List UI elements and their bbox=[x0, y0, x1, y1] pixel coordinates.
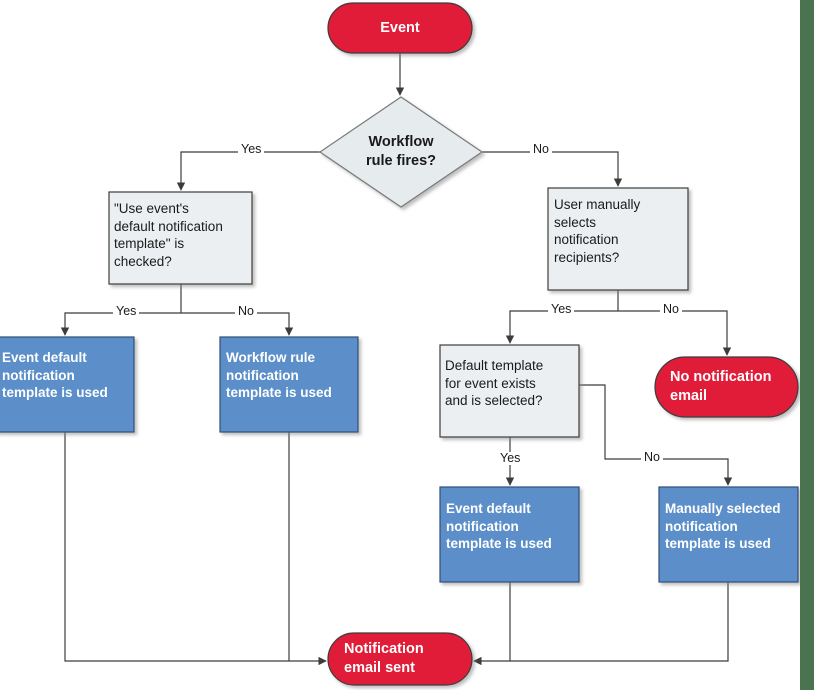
node-no-notification-email-shape[interactable] bbox=[654, 356, 799, 418]
edge-defaulttemplate-no bbox=[579, 384, 733, 486]
node-use-event-default-checked-shape[interactable] bbox=[108, 191, 253, 285]
edge-leftblue1-to-end bbox=[64, 432, 327, 666]
node-event-shape[interactable] bbox=[327, 2, 473, 54]
edge-usermanual-no bbox=[618, 310, 732, 356]
node-event-default-template-used-left-shape[interactable] bbox=[0, 336, 135, 433]
edge-decision-no-right bbox=[482, 151, 623, 187]
node-user-manually-selects-shape[interactable] bbox=[547, 187, 689, 291]
edge-rightblue2-to-end bbox=[510, 582, 729, 662]
node-notification-email-sent-shape[interactable] bbox=[327, 632, 473, 686]
edge-usermanual-yes bbox=[505, 310, 618, 344]
edge-useevent-no bbox=[181, 312, 294, 336]
edge-useevent-yes bbox=[60, 312, 181, 336]
node-event-default-template-used-bottom-shape[interactable] bbox=[439, 486, 580, 583]
edge-rightblue1-to-end bbox=[473, 582, 511, 666]
node-manually-selected-template-used-shape[interactable] bbox=[658, 486, 799, 583]
node-workflow-rule-fires-shape[interactable] bbox=[318, 96, 484, 208]
edge-decision-yes-left bbox=[176, 151, 320, 191]
node-default-template-exists-shape[interactable] bbox=[439, 344, 580, 438]
right-edge-strip bbox=[800, 0, 814, 690]
node-workflow-rule-template-used-shape[interactable] bbox=[219, 336, 359, 433]
